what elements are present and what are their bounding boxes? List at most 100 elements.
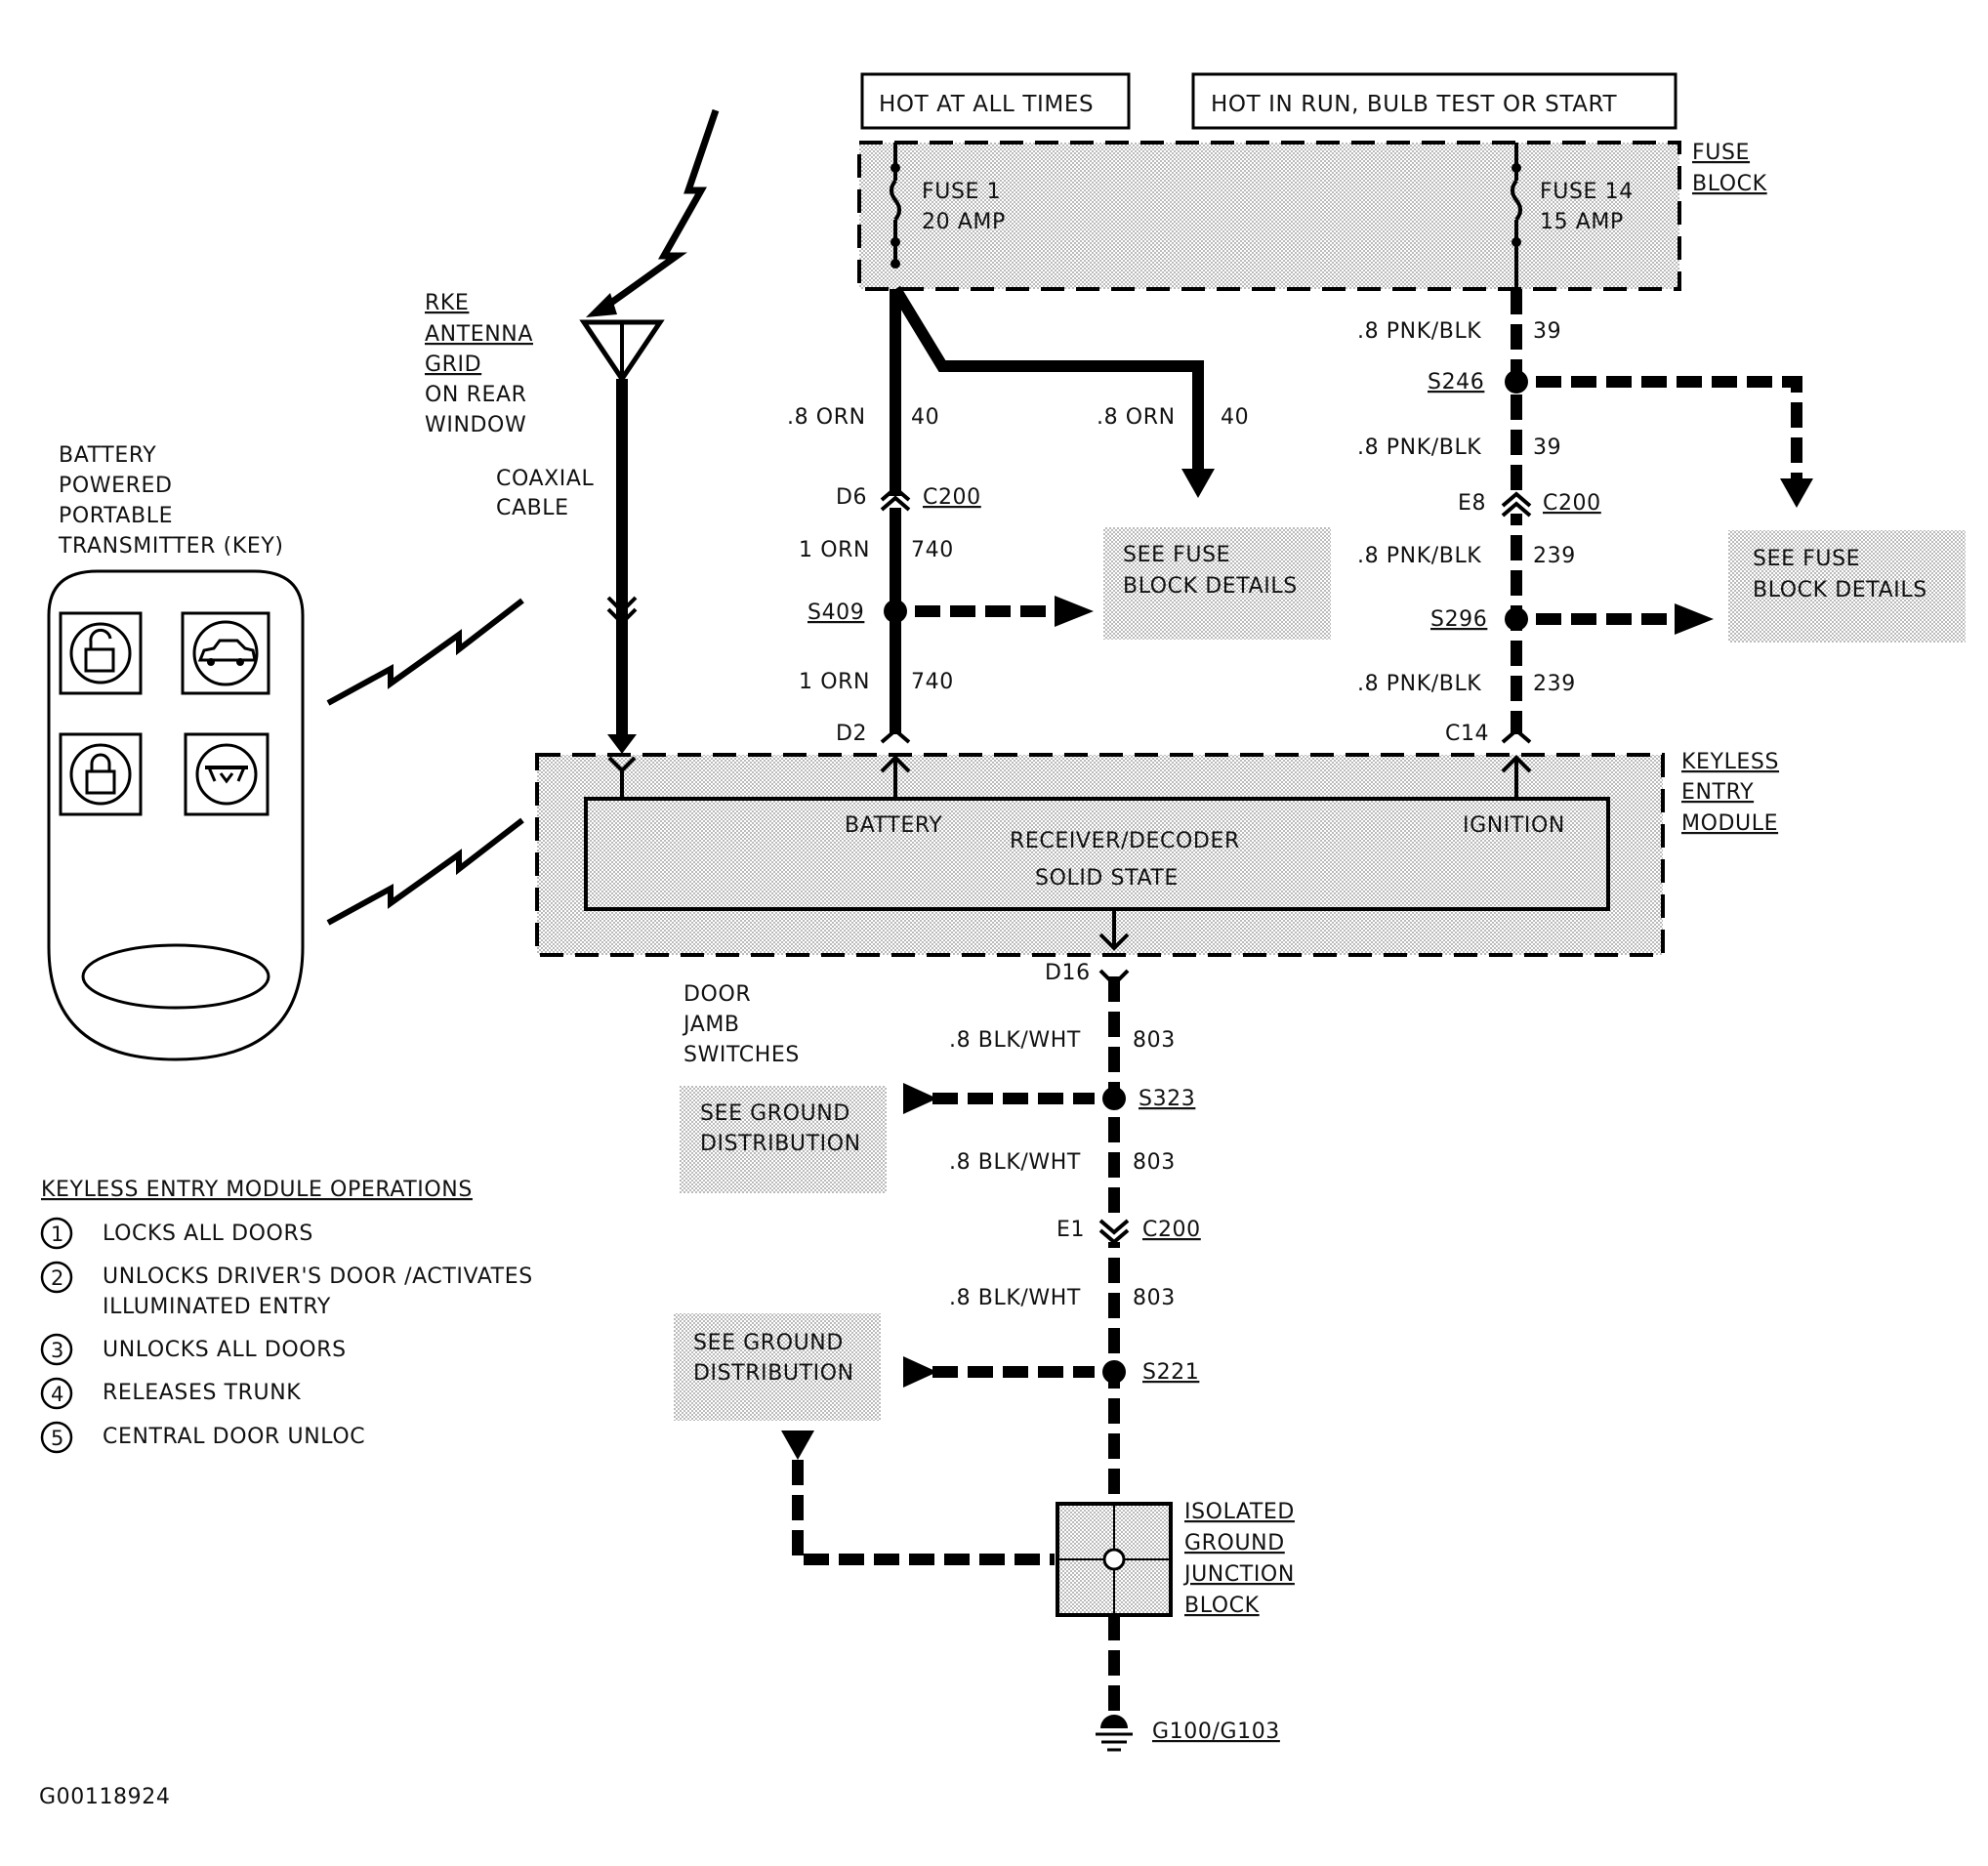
circuit-740-label-1: 740	[911, 538, 954, 562]
radio-signal-arrowhead-icon	[586, 293, 617, 317]
splice-s409-label: S409	[808, 601, 864, 625]
see-ground-1-line2: DISTRIBUTION	[700, 1132, 861, 1156]
splice-s323-label: S323	[1139, 1087, 1195, 1111]
junction-node	[1102, 1548, 1126, 1571]
junction-label-4: BLOCK	[1184, 1594, 1260, 1618]
operation-4-text: RELEASES TRUNK	[103, 1381, 301, 1405]
circuit-803-label-2: 803	[1133, 1150, 1176, 1175]
s296-arrow-icon	[1675, 603, 1714, 635]
branch-circuit-label: 40	[1221, 405, 1249, 430]
see-fuse-left-line2: BLOCK DETAILS	[1123, 574, 1298, 599]
receiver-decoder	[584, 797, 1610, 911]
module-label-1: KEYLESS	[1681, 750, 1779, 774]
operation-1-badge	[40, 1217, 73, 1250]
transmitter-label-2: POWERED	[59, 474, 173, 498]
transmitter-label-4: TRANSMITTER (KEY)	[58, 534, 284, 559]
coax-arrow-icon	[607, 734, 637, 754]
wire-pnk-blk-label-1: .8 PNK/BLK	[1357, 319, 1481, 344]
operation-2-text-1: UNLOCKS DRIVER'S DOOR /ACTIVATES	[103, 1265, 533, 1289]
circuit-39-label-1: 39	[1533, 319, 1561, 344]
see-fuse-right-line2: BLOCK DETAILS	[1753, 578, 1927, 602]
connector-c14-symbol	[1501, 727, 1532, 744]
s246-arrow-icon	[1780, 478, 1813, 508]
wire-blk-wht-label-3: .8 BLK/WHT	[949, 1286, 1081, 1310]
operation-2-badge	[40, 1261, 73, 1294]
unlock-button[interactable]	[59, 611, 143, 695]
operation-3-num: 3	[51, 1339, 64, 1362]
connector-c200-label-1: C200	[923, 485, 981, 510]
fuse-block	[857, 141, 1681, 291]
trunk-button[interactable]	[181, 611, 270, 695]
wire-pnk-blk-label-4: .8 PNK/BLK	[1357, 672, 1481, 696]
module-solid-state-label: SOLID STATE	[1035, 866, 1179, 891]
operation-3-text: UNLOCKS ALL DOORS	[103, 1338, 347, 1362]
splice-s296	[1505, 607, 1528, 631]
branch-wire-label: .8 ORN	[1097, 405, 1176, 430]
see-ground-distribution-2	[674, 1313, 881, 1421]
figure-id: G00118924	[39, 1785, 170, 1809]
wire-orn-40-label: .8 ORN	[787, 405, 866, 430]
rf-signal-icon-upper	[326, 598, 524, 706]
module-battery-label: BATTERY	[845, 813, 942, 838]
s221-arrow-icon	[903, 1356, 937, 1388]
junction-label-1: ISOLATED	[1184, 1500, 1295, 1524]
fuse14-node-bottom	[1512, 237, 1521, 247]
antenna-label-2: ANTENNA	[425, 322, 533, 347]
fuse1-node-top	[890, 163, 900, 173]
wire-s246-branch	[1536, 376, 1802, 478]
module-label-3: MODULE	[1681, 811, 1778, 836]
connector-d2-symbol	[880, 727, 911, 744]
junction-label-2: GROUND	[1184, 1531, 1285, 1555]
operation-4-num: 4	[51, 1383, 64, 1406]
splice-s409	[884, 600, 907, 623]
circuit-239-label-1: 239	[1533, 544, 1576, 568]
operations-title: KEYLESS ENTRY MODULE OPERATIONS	[41, 1178, 473, 1202]
circuit-803-label-3: 803	[1133, 1286, 1176, 1310]
panic-button[interactable]	[184, 732, 269, 816]
hot-in-run-label: HOT IN RUN, BULB TEST OR START	[1211, 92, 1617, 117]
wire-blk-wht-label-2: .8 BLK/WHT	[949, 1150, 1081, 1175]
circuit-239-label-2: 239	[1533, 672, 1576, 696]
wire-ground-return	[792, 1460, 1055, 1565]
s323-arrow-icon	[903, 1083, 937, 1114]
circuit-803-label-1: 803	[1133, 1028, 1176, 1053]
horn-icon	[205, 766, 248, 784]
splice-s221	[1102, 1360, 1126, 1384]
lock-button[interactable]	[59, 732, 143, 816]
wire-orn-740-label-1: 1 ORN	[799, 538, 870, 562]
coax-connector-bottom	[606, 607, 638, 626]
hot-at-all-times-label: HOT AT ALL TIMES	[879, 92, 1094, 117]
car-icon	[197, 639, 257, 666]
see-ground-distribution-1	[680, 1086, 887, 1193]
connector-d6-pin: D6	[836, 485, 867, 510]
fuse1-rating: 20 AMP	[922, 210, 1006, 234]
hot-in-run-box	[1191, 72, 1677, 130]
operation-1-num: 1	[51, 1223, 64, 1246]
wire-orn-40-branch	[890, 285, 1204, 469]
branch-arrow-icon	[1181, 469, 1215, 498]
connector-c200-e1-bottom	[1098, 1228, 1130, 1245]
module-antenna-input	[607, 756, 637, 799]
hot-at-all-times-box	[860, 72, 1131, 130]
unlock-icon	[84, 628, 115, 673]
antenna-label-5: WINDOW	[425, 413, 526, 437]
antenna-label-1: RKE	[425, 291, 469, 315]
module-output	[1098, 909, 1130, 951]
connector-d2-pin: D2	[836, 722, 867, 746]
circuit-39-label-2: 39	[1533, 435, 1561, 460]
fuse14-node-top	[1512, 163, 1521, 173]
operation-5-num: 5	[51, 1427, 64, 1450]
radio-signal-bolt-icon	[595, 108, 720, 315]
wire-blk-wht-label-1: .8 BLK/WHT	[949, 1028, 1081, 1053]
door-jamb-label-1: DOOR	[683, 982, 751, 1007]
connector-d16-pin: D16	[1045, 961, 1091, 985]
splice-s246	[1505, 370, 1528, 394]
door-jamb-label-2: JAMB	[682, 1013, 740, 1037]
s409-arrow-icon	[1055, 596, 1094, 627]
see-ground-2-line1: SEE GROUND	[693, 1331, 844, 1355]
antenna-label-3: GRID	[425, 352, 481, 377]
connector-e8-pin: E8	[1458, 491, 1486, 516]
see-fuse-block-details-left	[1103, 527, 1331, 640]
